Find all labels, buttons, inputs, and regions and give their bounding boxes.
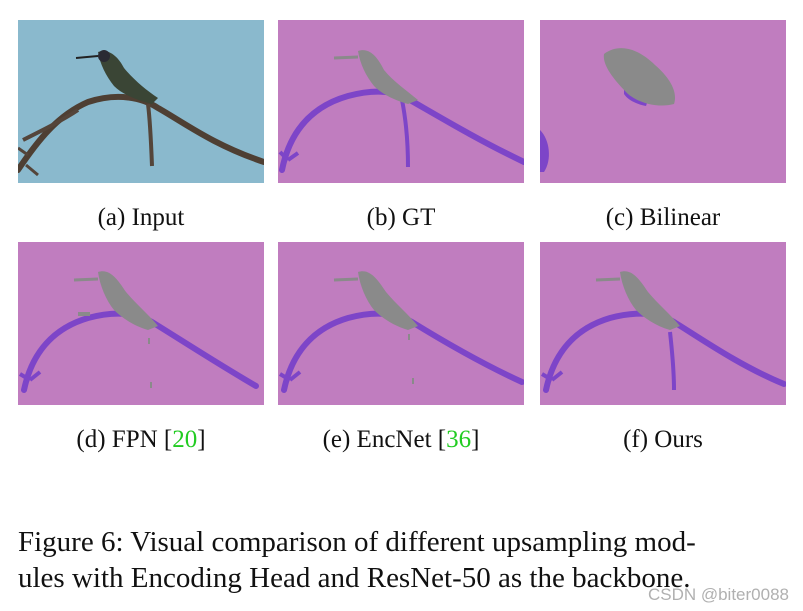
panel-label-encnet-suffix: ]: [471, 426, 480, 453]
panel-label-fpn-suffix: ]: [197, 426, 206, 453]
caption-line-2: ules with Encoding Head and ResNet-50 as…: [18, 562, 691, 594]
panel-label-encnet: (e) EncNet [36]: [278, 425, 524, 455]
citation-link-encnet[interactable]: 36: [446, 426, 472, 453]
panel-label-bilinear: (c) Bilinear: [605, 204, 721, 231]
ours-segmentation: [540, 242, 786, 405]
gt-segmentation: [278, 20, 524, 183]
fpn-segmentation: [18, 242, 264, 405]
bilinear-segmentation: [540, 20, 786, 183]
watermark: CSDN @biter0088: [647, 585, 789, 604]
caption-line-1: Figure 6: Visual comparison of different…: [18, 526, 696, 558]
input-image: [18, 20, 264, 183]
figure-caption: Figure 6: Visual comparison of different…: [18, 524, 788, 596]
citation-link-fpn[interactable]: 20: [172, 426, 198, 453]
panel-label-gt: (b) GT: [366, 204, 436, 231]
panel-label-encnet-prefix: (e) EncNet [: [322, 426, 447, 453]
panel-label-ours: (f) Ours: [623, 426, 703, 453]
panel-label-input: (a) Input: [97, 204, 185, 231]
panel-label-fpn: (d) FPN [20]: [18, 425, 264, 455]
encnet-segmentation: [278, 242, 524, 405]
panel-label-fpn-prefix: (d) FPN [: [76, 426, 173, 453]
